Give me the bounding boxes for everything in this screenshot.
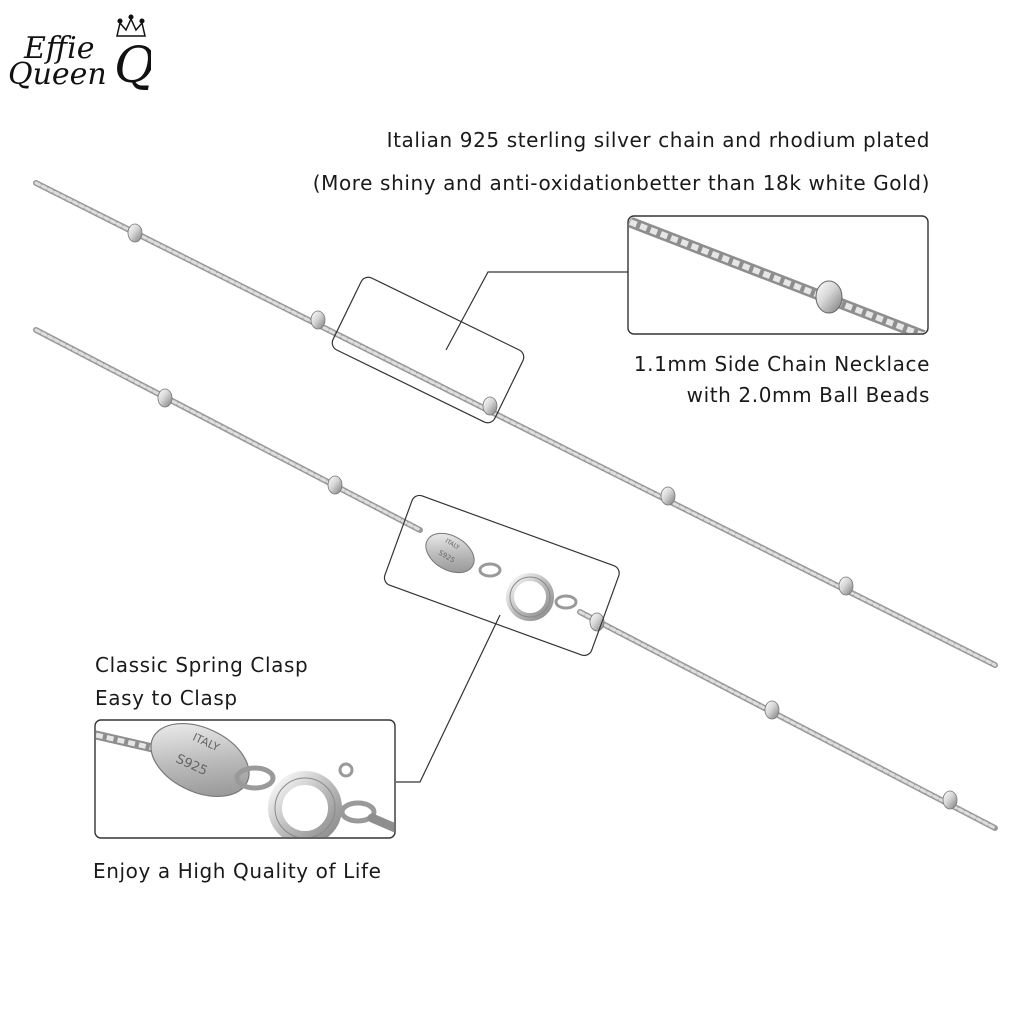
crown-icon xyxy=(116,14,146,37)
chain-detail-line2: with 2.0mm Ball Beads xyxy=(686,383,930,407)
brand-logo: Effie Queen Q xyxy=(8,14,151,94)
logo-line1: Effie xyxy=(23,31,95,66)
logo-mark: Q xyxy=(114,36,151,94)
lower-chain-beads xyxy=(157,388,958,810)
tagline: Enjoy a High Quality of Life xyxy=(93,859,382,883)
headline-line1: Italian 925 sterling silver chain and rh… xyxy=(386,128,930,152)
chain-detail-line1: 1.1mm Side Chain Necklace xyxy=(633,352,930,376)
clasp-zoom-panel: ITALY S925 xyxy=(94,719,396,839)
headline-line2: (More shiny and anti-oxidationbetter tha… xyxy=(312,171,930,195)
chain-zoom-panel xyxy=(627,215,929,335)
lower-chain xyxy=(33,327,998,831)
upper-chain xyxy=(33,180,998,668)
chain-callout xyxy=(331,271,628,424)
upper-chain-beads xyxy=(127,223,854,596)
clasp-detail-line2: Easy to Clasp xyxy=(95,686,238,710)
clasp-callout xyxy=(383,494,620,783)
clasp-detail-line1: Classic Spring Clasp xyxy=(95,653,309,677)
spring-clasp: ITALY S925 xyxy=(425,532,578,621)
logo-line2: Queen xyxy=(8,57,107,92)
